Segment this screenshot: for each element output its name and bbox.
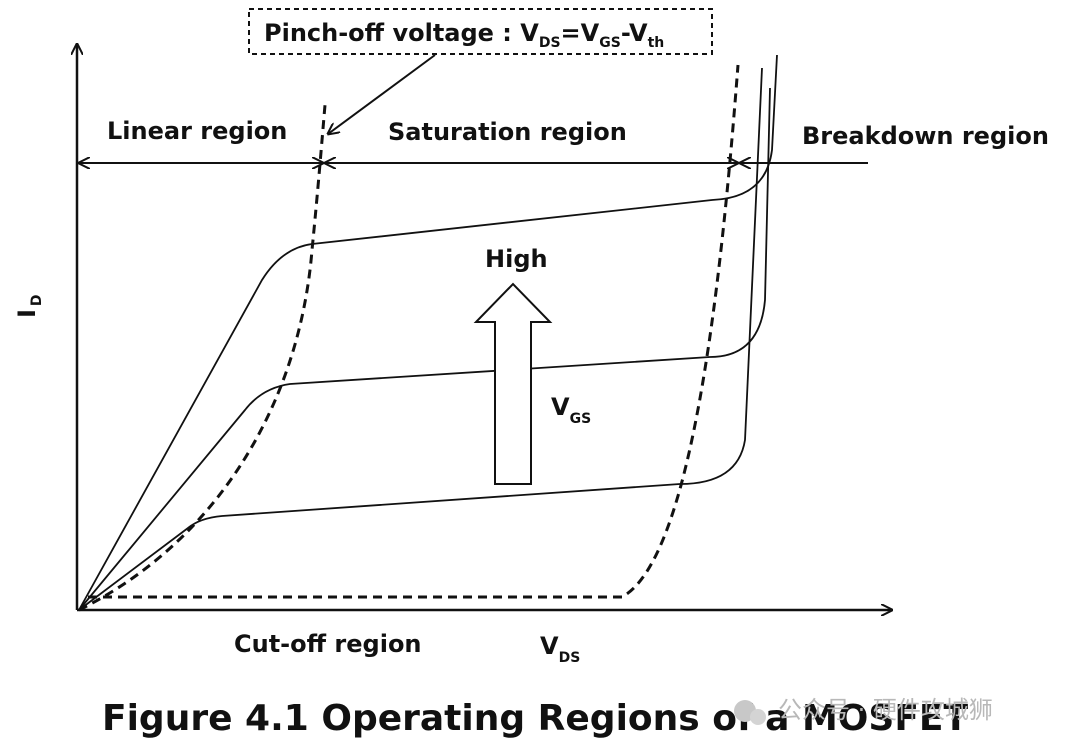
pinch-off-label: Pinch-off voltage : VDS=VGS-Vth [264,19,664,51]
y-axis-label: ID [13,294,45,318]
breakdown-boundary-curve [88,64,740,599]
watermark-text: 公众号 · 硬件攻城狮 [778,696,993,724]
high-label: High [485,245,548,273]
saturation-region-label: Saturation region [388,118,627,146]
figure-caption: Figure 4.1 Operating Regions of a MOSFET [102,698,969,739]
linear-region-label: Linear region [107,117,287,145]
cutoff-region-label: Cut-off region [234,630,422,658]
id-vds-curve-low [78,67,763,611]
vgs-label: VGS [551,393,591,427]
vgs-increase-arrow [473,282,553,485]
pinch-off-pointer-arrow [328,54,436,134]
id-vds-curve-mid [78,87,771,611]
pinch-off-label-box [248,8,713,55]
x-axis-label: VDS [540,632,580,666]
id-vds-curve-high [78,54,778,611]
pinch-off-boundary-curve [78,104,327,612]
watermark: 公众号 · 硬件攻城狮 [734,696,993,725]
breakdown-region-label: Breakdown region [802,122,1049,150]
